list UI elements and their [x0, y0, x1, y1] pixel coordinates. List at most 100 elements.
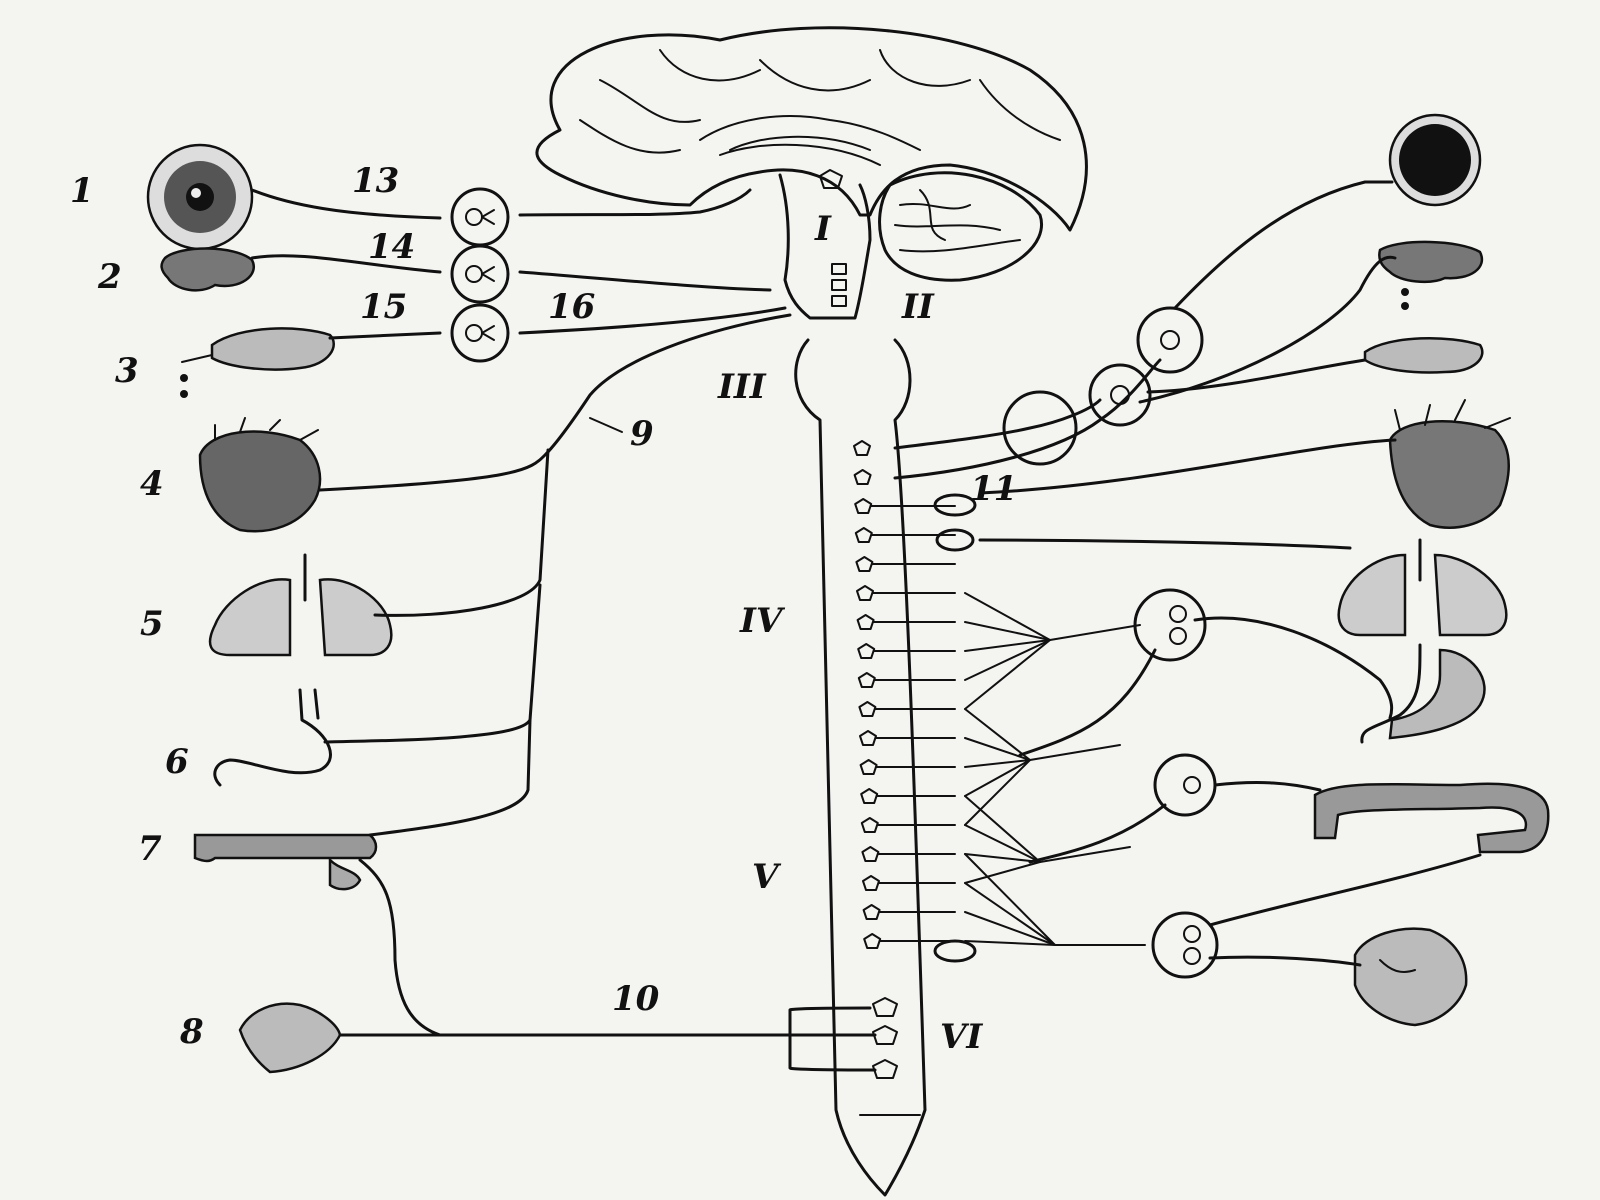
- superior-mesenteric-ganglion: [1028, 753, 1322, 864]
- fan-fiber: [964, 853, 1056, 946]
- vagus-nerve: [318, 313, 792, 837]
- cord-neuron: [863, 933, 882, 949]
- label-roman-III: III: [717, 367, 767, 407]
- label-3: 3: [115, 351, 139, 391]
- fan-fiber: [964, 708, 1031, 761]
- colon-right: [1313, 782, 1550, 854]
- sacral-neurons: [872, 997, 898, 1079]
- celiac-ganglion: [1018, 588, 1394, 757]
- cranial-parasympathetic-fibers: [250, 188, 787, 340]
- cord-neuron: [856, 614, 875, 630]
- label-9: 9: [630, 414, 654, 454]
- diagram-labels: 1 2 3 4 5 6 7 8 9 10 11 13 14 15 16 I II…: [70, 161, 1017, 1057]
- cord-neuron: [857, 672, 876, 688]
- label-roman-I: I: [814, 209, 832, 249]
- parasympathetic-ganglion-1: [450, 187, 510, 247]
- fan-fiber: [964, 639, 1051, 652]
- fan-fiber: [964, 639, 1051, 710]
- brain: [535, 26, 1088, 320]
- salivary-gland-right: [1363, 336, 1484, 374]
- spinal-cord: [794, 338, 927, 1197]
- fan-fiber: [964, 621, 1051, 641]
- label-2: 2: [97, 257, 122, 297]
- fan-fiber: [964, 824, 1041, 863]
- fan-fiber: [964, 861, 1041, 884]
- cord-neuron: [860, 817, 879, 833]
- salivary-gland-left: [180, 327, 335, 398]
- fan-to-ganglion: [1039, 846, 1131, 863]
- cord-neuron: [854, 498, 873, 514]
- parasympathetic-ganglion-3: [450, 303, 510, 363]
- fan-fiber: [964, 911, 1056, 946]
- label-5: 5: [140, 604, 164, 644]
- fan-fiber: [964, 759, 1031, 768]
- cord-neuron: [859, 730, 877, 746]
- preganglionic-fan-fibers: [964, 592, 1146, 946]
- cord-neuron: [854, 527, 873, 543]
- trunk-top-ganglion: [933, 493, 977, 517]
- lungs-right: [1337, 538, 1508, 637]
- cord-neuron: [857, 643, 876, 659]
- fan-fiber: [964, 853, 1041, 863]
- fan-fiber: [964, 759, 1031, 826]
- sympathetic-fibers-trunk: [978, 438, 1397, 550]
- heart-left: [198, 417, 322, 533]
- cord-neuron: [856, 585, 874, 601]
- spinal-neuron-column: [853, 440, 882, 949]
- fan-fiber: [964, 639, 1051, 681]
- label-10: 10: [612, 979, 660, 1019]
- label-roman-II: II: [901, 287, 935, 327]
- trunk-ganglion: [935, 528, 975, 552]
- fan-to-ganglion: [1049, 624, 1141, 641]
- label-8: 8: [179, 1012, 204, 1052]
- intestine-left: [193, 833, 378, 891]
- parasympathetic-ganglion-2: [450, 244, 510, 304]
- fan-fiber: [964, 759, 1031, 797]
- cord-neuron: [853, 440, 871, 456]
- cord-neuron: [861, 846, 880, 862]
- fan-fiber: [964, 882, 1056, 946]
- label-15: 15: [360, 287, 407, 327]
- label-7: 7: [138, 829, 162, 869]
- cord-neuron: [862, 904, 881, 920]
- eye-right: [1388, 113, 1482, 207]
- cord-neuron: [860, 788, 879, 804]
- stomach-left: [213, 688, 332, 787]
- trunk-bottom-ganglion: [933, 939, 977, 963]
- fan-fiber: [964, 592, 1051, 641]
- label-roman-IV: IV: [739, 601, 786, 641]
- lacrimal-gland-left: [160, 247, 255, 292]
- fan-fiber: [964, 940, 1056, 946]
- label-11: 11: [970, 469, 1017, 509]
- cord-neuron: [858, 701, 877, 717]
- cord-neuron: [853, 469, 872, 485]
- cervical-ganglia: [1002, 306, 1204, 466]
- bladder-right: [1353, 927, 1468, 1027]
- lacrimal-gland-right: [1378, 240, 1483, 310]
- bladder-left: [238, 1002, 342, 1074]
- stomach-right: [1360, 643, 1486, 744]
- label-4: 4: [140, 464, 164, 504]
- fan-fiber: [964, 795, 1041, 863]
- label-16: 16: [548, 287, 595, 327]
- fan-fiber: [964, 737, 1031, 761]
- inferior-mesenteric-ganglion: [1151, 853, 1482, 979]
- sympathetic-fibers-head: [893, 180, 1397, 480]
- eye-left: [146, 143, 254, 251]
- lungs-left: [208, 553, 393, 657]
- label-14: 14: [368, 227, 415, 267]
- cord-neuron: [855, 556, 874, 572]
- label-roman-VI: VI: [940, 1017, 983, 1057]
- cord-neuron: [859, 759, 878, 775]
- heart-right: [1388, 399, 1511, 529]
- pelvic-nerve: [338, 858, 877, 1072]
- fan-to-ganglion: [1029, 744, 1121, 761]
- cord-neuron: [862, 875, 880, 891]
- label-6: 6: [165, 742, 189, 782]
- sympathetic-trunk: [871, 493, 977, 963]
- label-roman-V: V: [752, 857, 782, 897]
- label-1: 1: [70, 171, 94, 211]
- label-13: 13: [352, 161, 399, 201]
